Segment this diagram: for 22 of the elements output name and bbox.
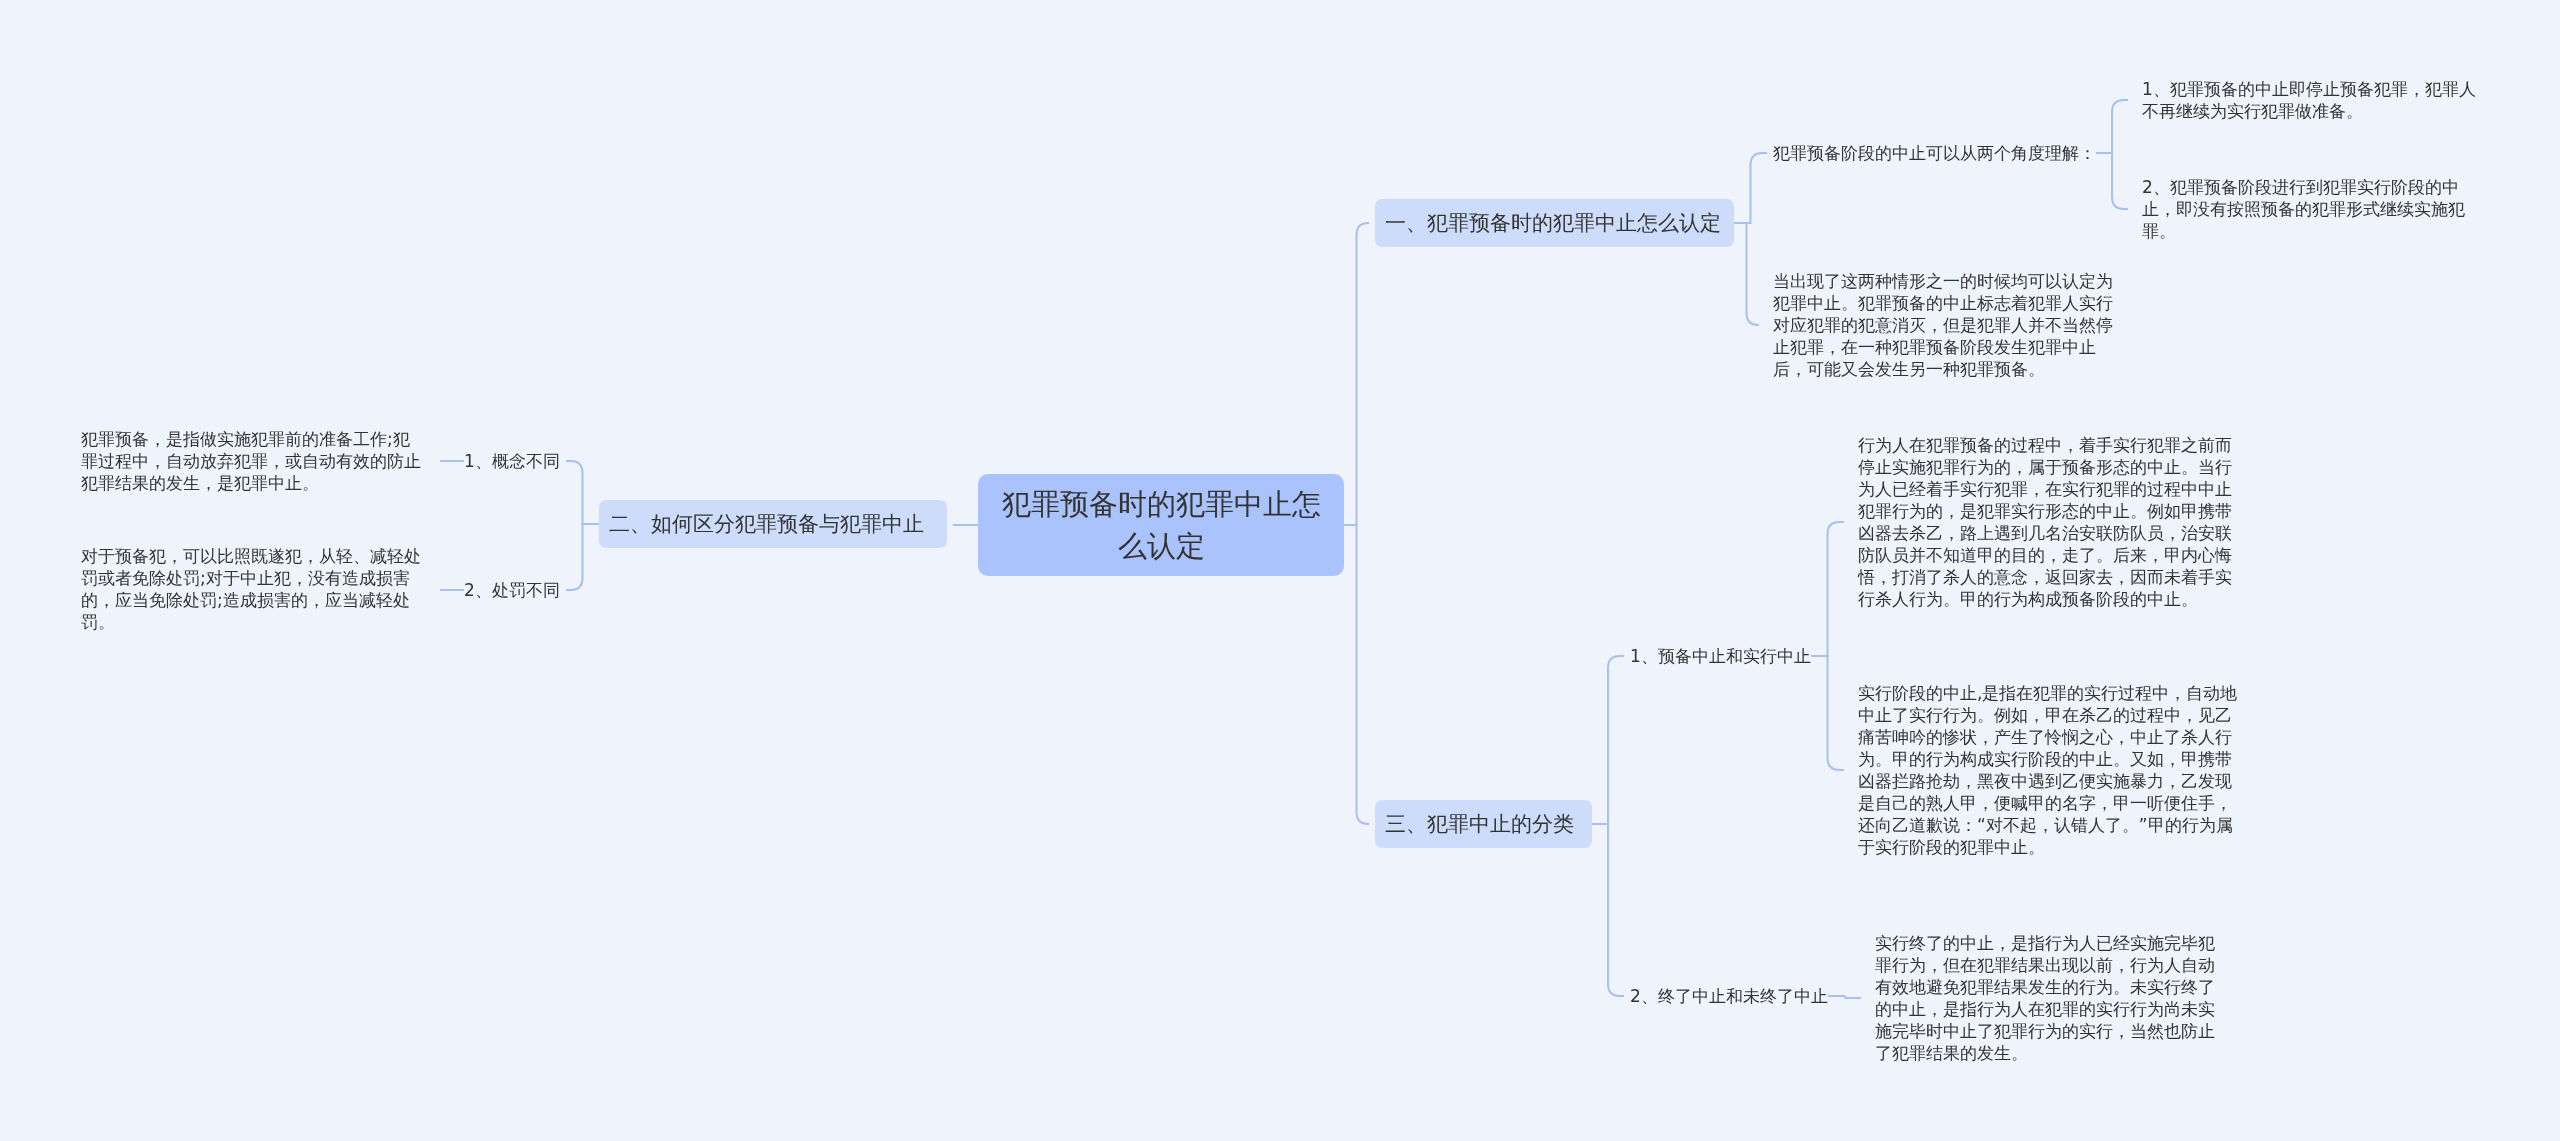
note-text: 2、犯罪预备阶段进行到犯罪实行阶段的中止，即没有按照预备的犯罪形式继续实施犯罪。 (2142, 176, 2487, 242)
note-text: 当出现了这两种情形之一的时候均可以认定为犯罪中止。犯罪预备的中止标志着犯罪人实行对应犯罪的犯意消灭，但是犯罪人并不当然停止犯罪，在一种犯罪预备阶段发生犯罪中止后，可能又会发生另一种犯罪预备。 (1773, 270, 2121, 380)
connector-line (1827, 995, 1862, 999)
subtopic-label: 1、概念不同 (464, 449, 560, 473)
subtopic-label: 犯罪预备阶段的中止可以从两个角度理解： (1773, 141, 2096, 165)
topic-box: 二、如何区分犯罪预备与犯罪中止 (599, 500, 947, 548)
topic-box: 一、犯罪预备时的犯罪中止怎么认定 (1375, 199, 1734, 247)
note-text: 实行终了的中止，是指行为人已经实施完毕犯罪行为，但在犯罪结果出现以前，行为人自动有效地避免犯罪结果发生的行为。未实行终了的中止，是指行为人在犯罪的实行行为尚未实施完毕时中止了犯罪行为的实行，当然也防止了犯罪结果的发生。 (1875, 932, 2223, 1064)
connector-line (439, 460, 465, 462)
connector-line (439, 589, 465, 591)
note-text: 对于预备犯，可以比照既遂犯，从轻、减轻处罚或者免除处罚;对于中止犯，没有造成损害的，应当免除处罚;造成损害的，应当减轻处罚。 (81, 545, 426, 633)
subtopic-label: 2、处罚不同 (464, 578, 560, 602)
note-text: 犯罪预备，是指做实施犯罪前的准备工作;犯罪过程中，自动放弃犯罪，或自动有效的防止犯罪结果的发生，是犯罪中止。 (81, 428, 426, 494)
connector-line (952, 524, 979, 526)
note-text: 1、犯罪预备的中止即停止预备犯罪，犯罪人不再继续为实行犯罪做准备。 (2142, 78, 2487, 122)
connector-line (1733, 222, 1760, 326)
note-text: 实行阶段的中止,是指在犯罪的实行过程中，自动地中止了实行行为。例如，甲在杀乙的过程中，见乙痛苦呻吟的惨状，产生了怜悯之心，中止了杀人行为。甲的行为构成实行阶段的中止。又如，甲携带凶器拦路抢劫，黑夜中遇到乙便实施暴力，乙发现是自己的熟人甲，便喊甲的名字，甲一听便住手，还向乙道歉说：“对不起，认错人了。”甲的行为属于实行阶段的犯罪中止。 (1858, 682, 2248, 858)
central-topic-box: 犯罪预备时的犯罪中止怎么认定 (978, 474, 1344, 576)
topic-box: 三、犯罪中止的分类 (1375, 800, 1592, 848)
subtopic-label: 1、预备中止和实行中止 (1630, 644, 1811, 668)
subtopic-label: 2、终了中止和未终了中止 (1630, 984, 1828, 1008)
note-text: 行为人在犯罪预备的过程中，着手实行犯罪之前而停止实施犯罪行为的，属于预备形态的中止。当行为人已经着手实行犯罪，在实行犯罪的过程中中止犯罪行为的，是犯罪实行形态的中止。例如甲携带凶器去杀乙，路上遇到几名治安联防队员，治安联防队员并不知道甲的目的，走了。后来，甲内心悔悟，打消了杀人的意念，返回家去，因而未着手实行杀人行为。甲的行为构成预备阶段的中止。 (1858, 434, 2248, 610)
